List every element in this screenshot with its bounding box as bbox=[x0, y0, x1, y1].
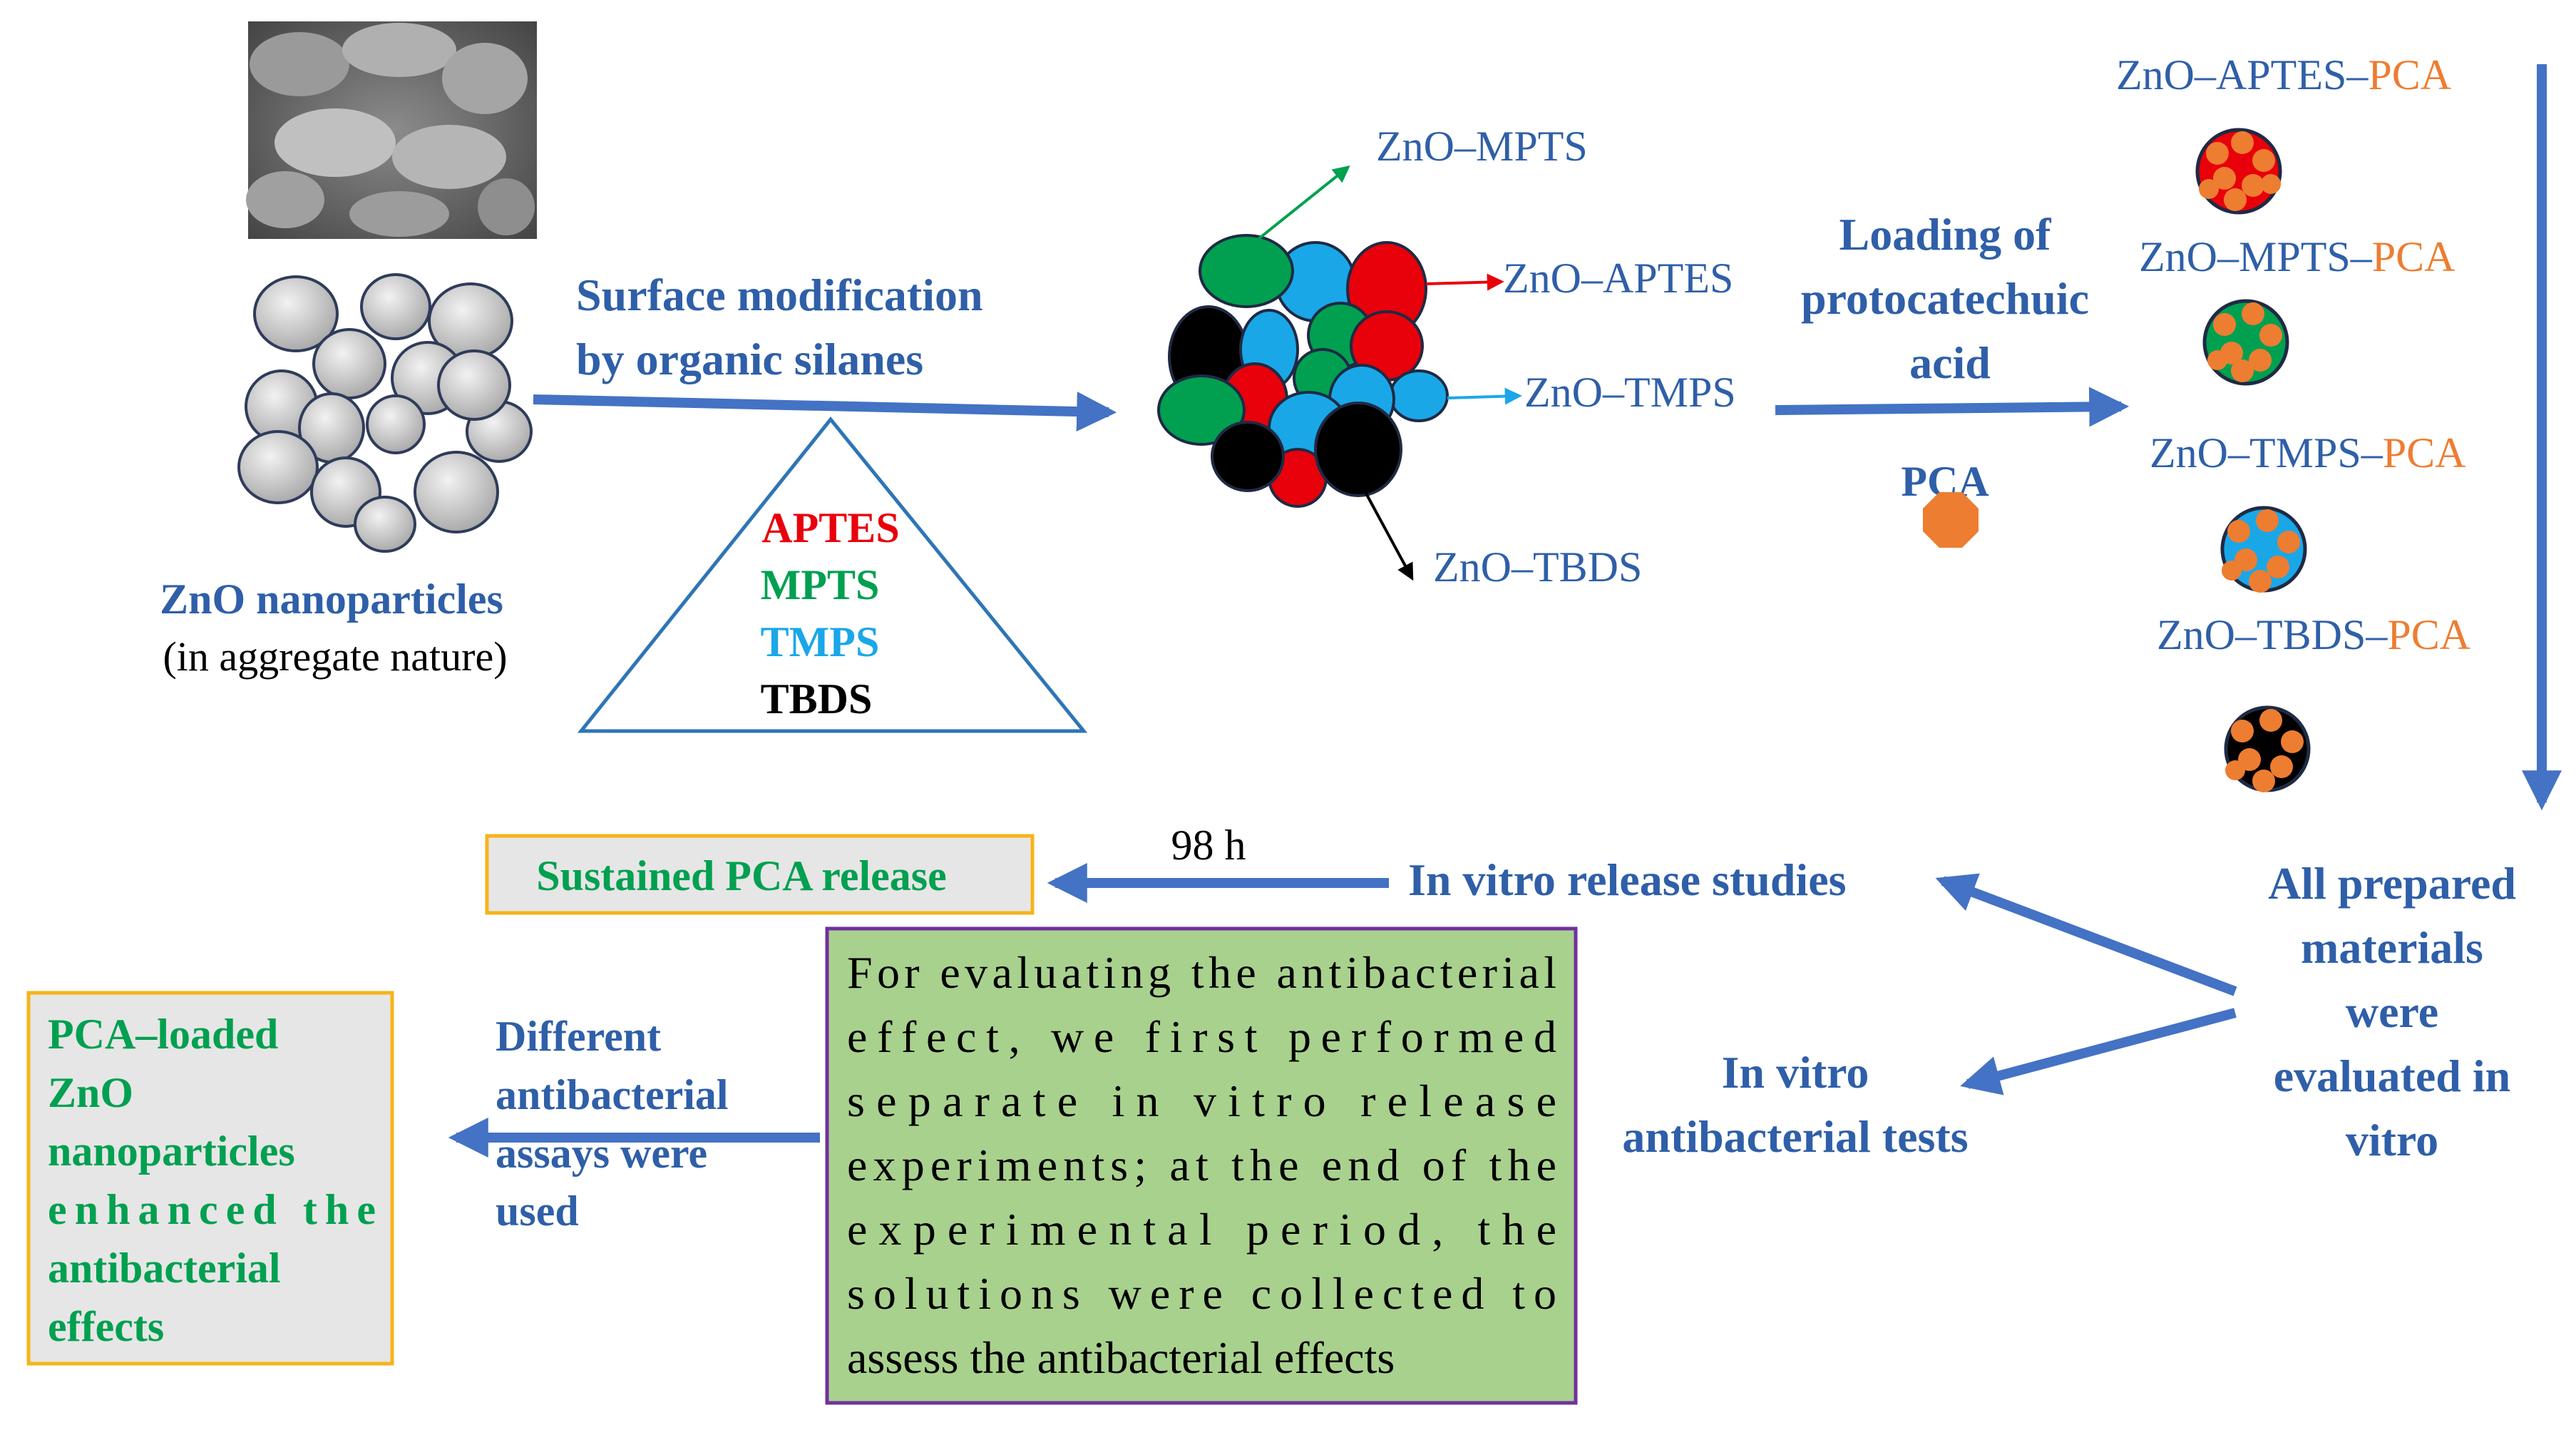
antibacterial-line2: antibacterial tests bbox=[1622, 1111, 1968, 1162]
label-zno-tbds: ZnO–TBDS bbox=[1433, 543, 1642, 591]
arrow-to-release bbox=[1935, 873, 2237, 996]
loaded-particle-tbds-icon bbox=[2224, 705, 2311, 792]
conclusion-line1: PCA–loaded bbox=[48, 1011, 278, 1058]
loaded-label-mpts: ZnO–MPTS–PCA bbox=[2139, 233, 2455, 280]
note-line2: effect, we first performed bbox=[847, 1011, 1556, 1062]
conclusion-line3: nanoparticles bbox=[48, 1128, 295, 1175]
assays-line4: used bbox=[496, 1188, 579, 1235]
loaded-label-aptes: ZnO–APTES–PCA bbox=[2116, 51, 2451, 98]
note-line1: For evaluating the antibacterial bbox=[847, 947, 1556, 998]
loaded-particle-mpts-icon bbox=[2202, 299, 2289, 386]
release-label: In vitro release studies bbox=[1408, 854, 1847, 905]
note-line5: experimental period, the bbox=[847, 1204, 1556, 1255]
loading-line1: Loading of bbox=[1839, 209, 2052, 260]
assays-line1: Different bbox=[496, 1013, 661, 1060]
arrow-tmps bbox=[1447, 387, 1522, 405]
arrow-mpts bbox=[1257, 165, 1350, 240]
conclusion-line6: effects bbox=[48, 1303, 164, 1350]
zno-title: ZnO nanoparticles bbox=[160, 576, 503, 623]
note-line3: separate in vitro release bbox=[847, 1076, 1556, 1126]
sustained-release-box bbox=[485, 834, 1035, 915]
evaluated-line2: materials bbox=[2301, 922, 2483, 973]
label-zno-mpts: ZnO–MPTS bbox=[1376, 123, 1588, 170]
evaluated-line3: were bbox=[2346, 986, 2438, 1037]
silane-modified-cluster-icon bbox=[1157, 234, 1449, 508]
sem-micrograph-icon bbox=[246, 21, 537, 239]
silane-triangle bbox=[577, 417, 1088, 733]
arrow-aptes bbox=[1425, 273, 1504, 291]
arrow-loading bbox=[1775, 387, 2130, 427]
surface-mod-line2: by organic silanes bbox=[576, 334, 923, 384]
conclusion-box bbox=[26, 991, 394, 1366]
silane-mpts: MPTS bbox=[761, 561, 880, 608]
conclusion-line2: ZnO bbox=[48, 1069, 133, 1116]
loaded-label-tmps: ZnO–TMPS–PCA bbox=[2150, 429, 2465, 476]
label-zno-tmps: ZnO–TMPS bbox=[1524, 369, 1736, 416]
pca-octagon-icon bbox=[1923, 492, 1979, 548]
loaded-particle-tmps-icon bbox=[2220, 506, 2307, 593]
evaluated-line1: All prepared bbox=[2268, 858, 2516, 909]
silane-tbds: TBDS bbox=[761, 675, 873, 722]
silane-tmps: TMPS bbox=[761, 618, 880, 665]
label-zno-aptes: ZnO–APTES bbox=[1503, 255, 1733, 302]
loading-line3: acid bbox=[1909, 337, 1991, 388]
assays-line2: antibacterial bbox=[496, 1071, 729, 1118]
loading-line2: protocatechuic bbox=[1801, 273, 2089, 324]
loaded-label-tbds: ZnO–TBDS–PCA bbox=[2157, 611, 2470, 658]
note-line4: experiments; at the end of the bbox=[847, 1140, 1556, 1190]
zno-subtitle: (in aggregate nature) bbox=[163, 633, 507, 680]
arrow-tbds bbox=[1364, 491, 1414, 581]
note-box bbox=[825, 926, 1578, 1405]
conclusion-line5: antibacterial bbox=[48, 1245, 281, 1292]
loaded-particle-aptes-icon bbox=[2195, 128, 2282, 215]
release-result: Sustained PCA release bbox=[536, 852, 947, 899]
assays-line3: assays were bbox=[496, 1130, 707, 1177]
zno-aggregate-cluster-icon bbox=[237, 273, 533, 553]
conclusion-line4: enhanced the bbox=[48, 1186, 376, 1233]
note-line6: solutions were collected to bbox=[847, 1268, 1556, 1319]
surface-mod-line1: Surface modification bbox=[576, 270, 983, 320]
arrow-to-antibacterial bbox=[1960, 1008, 2237, 1096]
release-time: 98 h bbox=[1171, 822, 1246, 869]
note-line7: assess the antibacterial effects bbox=[847, 1332, 1395, 1383]
evaluated-line5: vitro bbox=[2346, 1115, 2438, 1165]
antibacterial-line1: In vitro bbox=[1722, 1047, 1869, 1098]
arrow-surface-mod bbox=[533, 392, 1117, 431]
evaluated-line4: evaluated in bbox=[2274, 1051, 2510, 1101]
silane-aptes: APTES bbox=[761, 504, 899, 551]
